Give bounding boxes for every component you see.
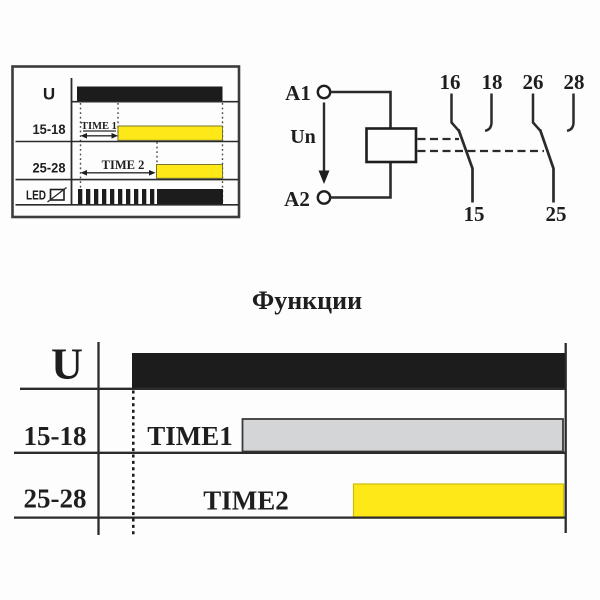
led-solid-bar bbox=[157, 189, 223, 205]
led-blink-bar bbox=[118, 189, 123, 205]
led-blink-bar bbox=[110, 189, 115, 205]
led-blink-bar bbox=[94, 189, 99, 205]
led-blink-bar bbox=[78, 189, 83, 205]
switch-blade-25 bbox=[538, 129, 555, 203]
led-blink-bar bbox=[126, 189, 131, 205]
mini-diagram-border bbox=[11, 65, 241, 219]
mini-time2-label: TIME 2 bbox=[102, 158, 145, 172]
terminal-label-15: 15 bbox=[464, 202, 485, 226]
wire-a1-to-coil bbox=[330, 90, 392, 128]
terminal-label-28: 28 bbox=[564, 70, 585, 94]
mini-row-label-25-28: 25-28 bbox=[33, 161, 66, 176]
mini-time1-label: TIME 1 bbox=[81, 121, 117, 132]
chart-row-label-15-18: 15-18 bbox=[24, 421, 87, 451]
led-blink-bar bbox=[102, 189, 107, 205]
terminal-label-18: 18 bbox=[482, 70, 503, 94]
chart-u-signal-bar bbox=[132, 353, 566, 389]
contact-18-lead bbox=[484, 93, 493, 133]
chart-row-label-25-28: 25-28 bbox=[24, 484, 87, 514]
relay-icon-diagonal bbox=[47, 186, 67, 203]
relay-contact-icon bbox=[47, 186, 67, 203]
terminal-label-16: 16 bbox=[440, 70, 461, 94]
led-blink-bar bbox=[86, 189, 91, 205]
mini-timing-diagram: U 15-18 TIME 1 25-28 TIME 2 LED bbox=[11, 65, 241, 219]
led-blink-bar bbox=[150, 189, 155, 205]
chart-time2-bar bbox=[352, 483, 565, 518]
mini-15-18-signal-bar bbox=[117, 125, 223, 141]
mini-row-label-15-18: 15-18 bbox=[33, 122, 66, 137]
contact-28-lead bbox=[566, 93, 575, 133]
terminal-label-a1: A1 bbox=[285, 81, 311, 105]
mini-time2-arrowhead-left bbox=[80, 170, 87, 176]
relay-coil-box bbox=[365, 127, 418, 164]
led-blink-bar bbox=[142, 189, 147, 205]
mini-time1-arrowhead-right bbox=[111, 133, 118, 139]
un-arrowhead bbox=[318, 170, 330, 184]
mini-row-label-led: LED bbox=[26, 188, 46, 203]
chart-time1-label: TIME1 bbox=[147, 421, 233, 451]
wire-a2-to-coil bbox=[330, 162, 392, 199]
terminal-a1-circle bbox=[316, 84, 332, 100]
mini-led-blink-pattern bbox=[78, 189, 223, 205]
supply-voltage-label: Un bbox=[290, 126, 316, 148]
mini-25-28-signal-bar bbox=[156, 164, 223, 179]
mini-time1-arrowhead-left bbox=[80, 133, 87, 139]
led-blink-bar bbox=[134, 189, 139, 205]
terminal-label-26: 26 bbox=[523, 70, 544, 94]
mini-u-signal-bar bbox=[77, 86, 223, 102]
contact-16-lead bbox=[450, 93, 461, 133]
mini-row-label-u: U bbox=[43, 85, 55, 104]
contact-26-lead bbox=[531, 93, 542, 133]
mini-time2-arrowhead-right bbox=[149, 170, 156, 176]
terminal-a2-circle bbox=[316, 190, 332, 205]
relay-icon-box bbox=[49, 188, 65, 201]
chart-time2-label: TIME2 bbox=[203, 486, 289, 516]
wiring-diagram: A1 Un A2 16 18 26 28 15 25 bbox=[284, 70, 584, 226]
terminal-label-25: 25 bbox=[546, 202, 567, 226]
switch-blade-15 bbox=[457, 129, 474, 203]
chart-time1-bar bbox=[241, 418, 564, 453]
chart-row-label-u: U bbox=[51, 340, 83, 389]
terminal-label-a2: A2 bbox=[284, 187, 310, 211]
function-chart: U 15-18 TIME1 25-28 TIME2 bbox=[14, 340, 567, 537]
page-title: Функции bbox=[252, 286, 362, 315]
